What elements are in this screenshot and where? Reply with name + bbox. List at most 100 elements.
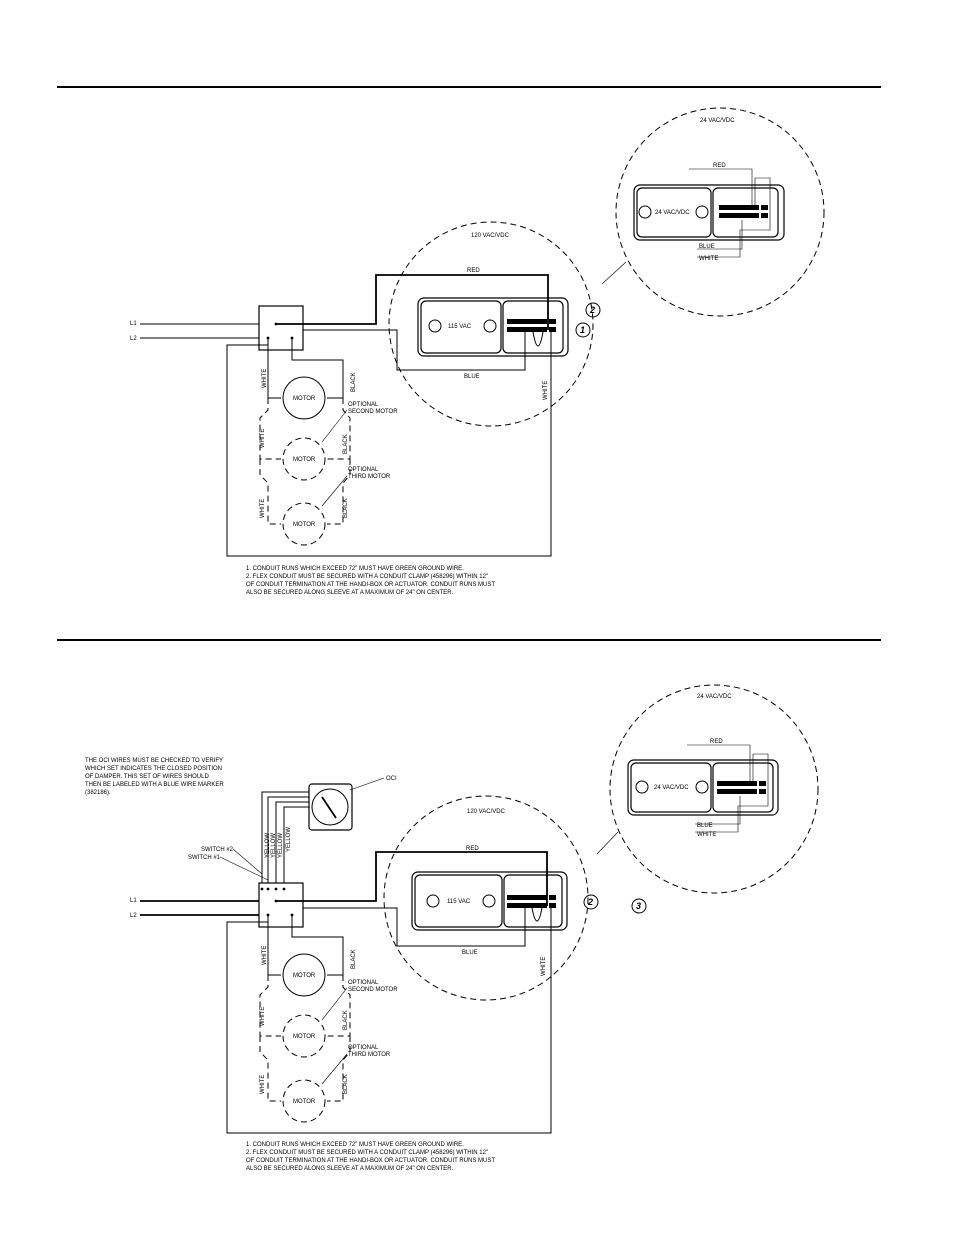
junction-box [258,882,304,928]
svg-text:SECOND MOTOR: SECOND MOTOR [348,409,398,415]
label-blue-small: BLUE [699,244,715,250]
oci-device [308,783,353,831]
svg-text:SECOND MOTOR: SECOND MOTOR [348,987,398,993]
diagram-2: 24 VAC/VDC 24 VAC/VDC RED BLUE WHITE 120… [85,684,819,1172]
svg-text:WHITE: WHITE [541,957,547,976]
zoom-circle-24v [615,107,825,317]
callout-3 [631,898,647,914]
optional-second-label: OPTIONAL [348,402,379,408]
svg-text:YELLOW: YELLOW [265,833,271,858]
svg-text:YELLOW: YELLOW [286,827,292,852]
svg-text:YELLOW: YELLOW [271,833,277,858]
label-blue: BLUE [464,374,480,380]
callout-2 [583,894,599,910]
svg-text:ALSO BE SECURED ALONG SLEEVE A: ALSO BE SECURED ALONG SLEEVE AT A MAXIMU… [246,590,454,596]
svg-text:MOTOR: MOTOR [293,1034,316,1040]
svg-text:24 VAC/VDC: 24 VAC/VDC [697,694,732,700]
svg-text:BLACK: BLACK [351,949,357,969]
zoom-circle-24v [609,684,819,894]
svg-text:WHITE: WHITE [260,499,266,518]
optional-third-label: OPTIONAL [348,467,379,473]
label-red: RED [467,268,480,274]
actuator-120v-panel: 115 VAC [417,297,569,357]
svg-text:BLACK: BLACK [343,434,349,454]
zoom-circle-120v [388,221,594,427]
svg-text:MOTOR: MOTOR [293,522,316,528]
svg-text:YELLOW: YELLOW [278,833,284,858]
svg-text:OPTIONAL: OPTIONAL [348,980,379,986]
switch-2-label: SWITCH #2 [201,847,234,853]
svg-text:OF CONDUIT TERMINATION AT THE: OF CONDUIT TERMINATION AT THE HANDI-BOX … [246,582,495,588]
motor-3 [282,502,326,546]
svg-text:ALSO BE SECURED ALONG SLEEVE A: ALSO BE SECURED ALONG SLEEVE AT A MAXIMU… [246,1166,454,1172]
svg-text:THE OCI WIRES MUST BE CHECKED: THE OCI WIRES MUST BE CHECKED TO VERIFY [85,758,223,764]
svg-text:BLACK: BLACK [343,1010,349,1030]
terminal-block [719,213,759,218]
svg-text:RED: RED [466,846,479,852]
svg-text:2. FLEX CONDUIT MUST BE SECUR: 2. FLEX CONDUIT MUST BE SECURED WITH A C… [246,1150,488,1156]
svg-text:L1: L1 [130,898,137,904]
svg-text:WHICH SET INDICATES THE CLOSED: WHICH SET INDICATES THE CLOSED POSITION [85,766,222,772]
label-l1: L1 [130,321,137,327]
svg-text:MOTOR: MOTOR [293,973,316,979]
svg-text:24 VAC/VDC: 24 VAC/VDC [654,785,689,791]
label-white-small: WHITE [699,256,718,262]
svg-text:RED: RED [710,739,723,745]
label-red-small: RED [713,163,726,169]
callout-1 [575,322,591,338]
svg-text:115 VAC: 115 VAC [447,899,471,905]
circle-label-120v: 120 VAC/VDC [471,233,510,239]
svg-text:MOTOR: MOTOR [293,1099,316,1105]
motor-1-label: MOTOR [293,396,316,402]
svg-text:1: 1 [580,325,585,335]
svg-text:(382186).: (382186). [85,790,111,796]
switch-1-label: SWITCH #1 [188,855,221,861]
svg-text:120 VAC/VDC: 120 VAC/VDC [467,809,506,815]
svg-text:WHITE: WHITE [262,369,268,388]
svg-text:BLUE: BLUE [462,950,478,956]
svg-text:WHITE: WHITE [262,946,268,965]
motor-2 [282,437,326,481]
svg-text:2: 2 [589,305,595,315]
svg-text:BLACK: BLACK [351,372,357,392]
svg-text:THIRD MOTOR: THIRD MOTOR [348,474,391,480]
oci-label: OCI [386,776,397,782]
svg-text:1. CONDUIT RUNS WHICH EXCEED: 1. CONDUIT RUNS WHICH EXCEED 72" MUST HA… [246,566,464,572]
svg-text:WHITE: WHITE [260,429,266,448]
circle-label-24v: 24 VAC/VDC [700,118,735,124]
zoom-circle-120v [383,795,589,1001]
terminal-block [507,319,547,324]
svg-text:THEN BE LABELED WITH A BLUE WI: THEN BE LABELED WITH A BLUE WIRE MARKER [85,782,224,788]
svg-text:OPTIONAL: OPTIONAL [348,1045,379,1051]
motor-1 [282,953,326,997]
svg-text:MOTOR: MOTOR [293,457,316,463]
svg-text:BLUE: BLUE [697,823,713,829]
actuator-24v-panel: 24 VAC/VDC [627,759,779,816]
motor-2 [282,1014,326,1058]
panel-text-24v: 24 VAC/VDC [655,210,690,216]
notes-2: 1. CONDUIT RUNS WHICH EXCEED 72" MUST HA… [246,1142,495,1172]
svg-text:WHITE: WHITE [260,1075,266,1094]
svg-text:BLACK: BLACK [343,498,349,518]
oci-note: THE OCI WIRES MUST BE CHECKED TO VERIFY … [85,758,224,796]
label-l2: L2 [130,336,137,342]
svg-text:OF DAMPER. THIS SET OF WIRES S: OF DAMPER. THIS SET OF WIRES SHOULD [85,774,209,780]
svg-text:WHITE: WHITE [697,832,716,838]
junction-box [258,305,304,351]
notes-1: 1. CONDUIT RUNS WHICH EXCEED 72" MUST HA… [246,566,495,596]
actuator-120v-panel: 115 VAC [411,871,568,931]
svg-text:OF CONDUIT TERMINATION AT THE: OF CONDUIT TERMINATION AT THE HANDI-BOX … [246,1158,495,1164]
svg-text:WHITE: WHITE [260,1007,266,1026]
motor-3 [282,1079,326,1123]
diagram-1: 24 VAC/VDC 24 VAC/VDC RED BLUE WHITE 120… [130,107,825,596]
motor-1 [282,376,326,420]
label-white-right: WHITE [543,381,549,400]
actuator-24v-panel: 24 VAC/VDC [633,184,785,241]
svg-text:BLACK: BLACK [343,1074,349,1094]
svg-text:2. FLEX CONDUIT MUST BE SECUR: 2. FLEX CONDUIT MUST BE SECURED WITH A C… [246,574,488,580]
callout-2 [585,302,601,318]
svg-text:3: 3 [636,901,641,911]
panel-text-115v: 115 VAC [448,324,472,330]
terminal-block [719,205,759,210]
